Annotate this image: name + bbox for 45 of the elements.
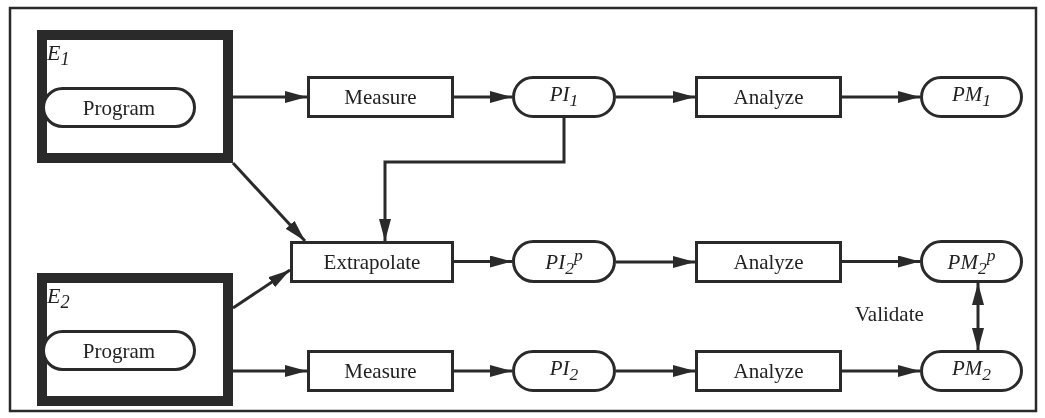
system-label: E$_{2}$ — [47, 285, 70, 312]
arrow — [231, 162, 307, 242]
arrow — [233, 91, 307, 103]
system-label: E$_{1}$ — [47, 42, 70, 69]
node-label: PI$_{1}$ — [548, 84, 580, 110]
process-box — [290, 241, 454, 283]
program-pill — [42, 87, 196, 128]
data-pill — [512, 350, 616, 392]
arrow — [379, 118, 566, 241]
arrow — [232, 268, 291, 310]
node-label: PM$_{2}$ — [950, 358, 993, 384]
data-pill — [512, 240, 616, 283]
arrow — [233, 365, 307, 377]
node-label: Analyze — [732, 251, 805, 273]
arrow — [842, 365, 920, 377]
arrow — [454, 91, 512, 103]
data-pill — [920, 350, 1023, 392]
process-box — [307, 350, 454, 392]
node-label: PM$_{1}$ — [950, 84, 993, 110]
system-box — [37, 30, 233, 163]
node-label: Analyze — [732, 360, 805, 382]
node-label: Measure — [343, 86, 418, 108]
node-label: Extrapolate — [322, 251, 422, 273]
arrow — [454, 365, 512, 377]
data-pill — [920, 76, 1023, 118]
data-pill — [920, 240, 1023, 283]
node-label: PI$_{2}$ — [548, 358, 580, 384]
data-pill — [512, 76, 616, 118]
process-box — [695, 350, 842, 392]
arrow — [616, 365, 695, 377]
node-label: Program — [81, 340, 157, 361]
node-label: Analyze — [732, 86, 805, 108]
arrow — [616, 256, 695, 268]
node-label: Measure — [343, 360, 418, 382]
program-pill — [42, 330, 196, 371]
arrow — [842, 91, 920, 103]
system-box — [37, 273, 233, 406]
node-label: Program — [81, 97, 157, 118]
arrow — [972, 283, 984, 350]
process-box — [307, 76, 454, 118]
process-box — [695, 76, 842, 118]
process-box — [695, 241, 842, 283]
arrow — [616, 91, 695, 103]
arrow — [842, 255, 920, 268]
arrow — [454, 255, 512, 268]
